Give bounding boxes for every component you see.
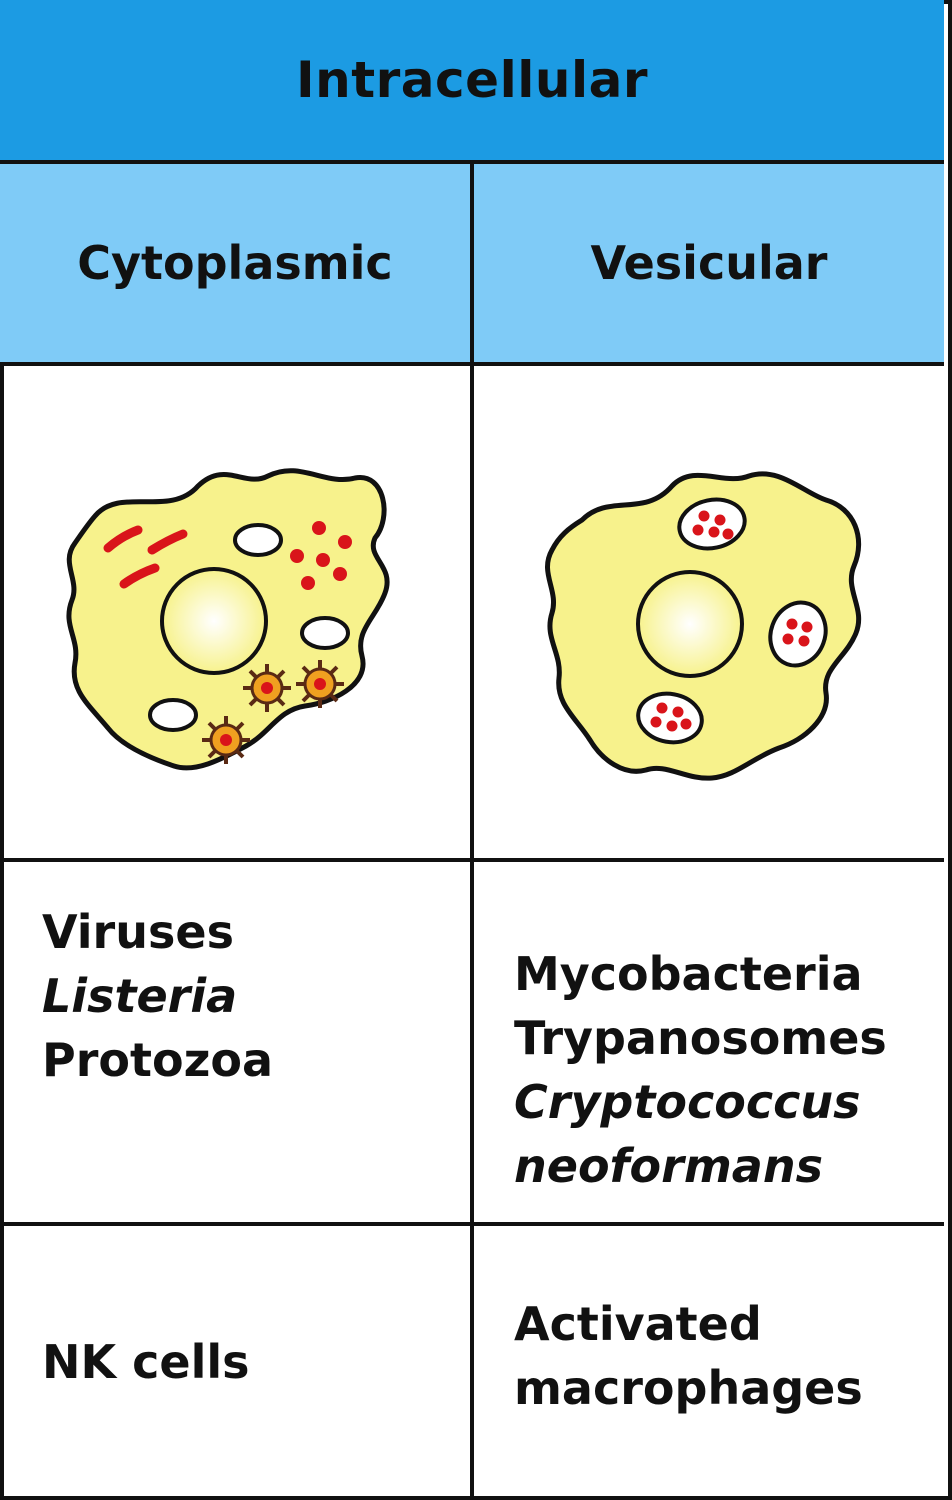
column-title-cytoplasmic: Cytoplasmic: [77, 236, 393, 290]
virus-particle: [296, 660, 344, 708]
cocci: [338, 535, 352, 549]
column-header-left: Cytoplasmic: [0, 164, 470, 366]
vesicular-effector: Activated macrophages: [514, 1292, 863, 1420]
virus-particle: [202, 716, 250, 764]
effector-label: macrophages: [514, 1361, 863, 1415]
column-header-right: Vesicular: [474, 164, 944, 366]
rod-bacterium: [103, 525, 143, 553]
table-header: Intracellular: [0, 0, 944, 164]
example-item: Mycobacteria: [514, 947, 863, 1001]
cocci: [290, 549, 304, 563]
vesicular-cell-illustration: [545, 471, 862, 781]
row-divider: [0, 858, 944, 862]
vacuole: [148, 698, 198, 732]
cytoplasmic-examples: Viruses Listeria Protozoa: [42, 900, 273, 1092]
column-title-vesicular: Vesicular: [590, 236, 828, 290]
example-item: Cryptococcus: [514, 1075, 861, 1129]
cytoplasmic-cell-illustration: [66, 468, 390, 771]
nucleus: [636, 570, 744, 678]
row-divider: [0, 1222, 944, 1226]
rod-bacterium: [147, 529, 188, 555]
vesicle: [677, 497, 747, 551]
virus-particle: [243, 664, 291, 712]
vesicular-examples: Mycobacteria Trypanosomes Cryptococcus n…: [514, 942, 887, 1198]
vesicle: [636, 691, 704, 745]
example-item: Listeria: [42, 969, 238, 1023]
example-item: Viruses: [42, 905, 234, 959]
vesicle: [768, 600, 828, 668]
cocci: [312, 521, 326, 535]
header-title: Intracellular: [296, 51, 648, 109]
cocci: [316, 553, 330, 567]
example-item: neoformans: [514, 1139, 823, 1193]
nucleus: [160, 567, 268, 675]
cocci: [301, 576, 315, 590]
vacuole: [233, 523, 283, 557]
effector-label: NK cells: [42, 1335, 250, 1389]
cocci: [333, 567, 347, 581]
example-item: Protozoa: [42, 1033, 274, 1087]
cytoplasmic-effector: NK cells: [42, 1330, 250, 1394]
example-item: Trypanosomes: [514, 1011, 887, 1065]
vacuole: [300, 616, 350, 650]
effector-label: Activated: [514, 1297, 762, 1351]
column-divider: [470, 164, 474, 1496]
rod-bacterium: [119, 563, 160, 589]
